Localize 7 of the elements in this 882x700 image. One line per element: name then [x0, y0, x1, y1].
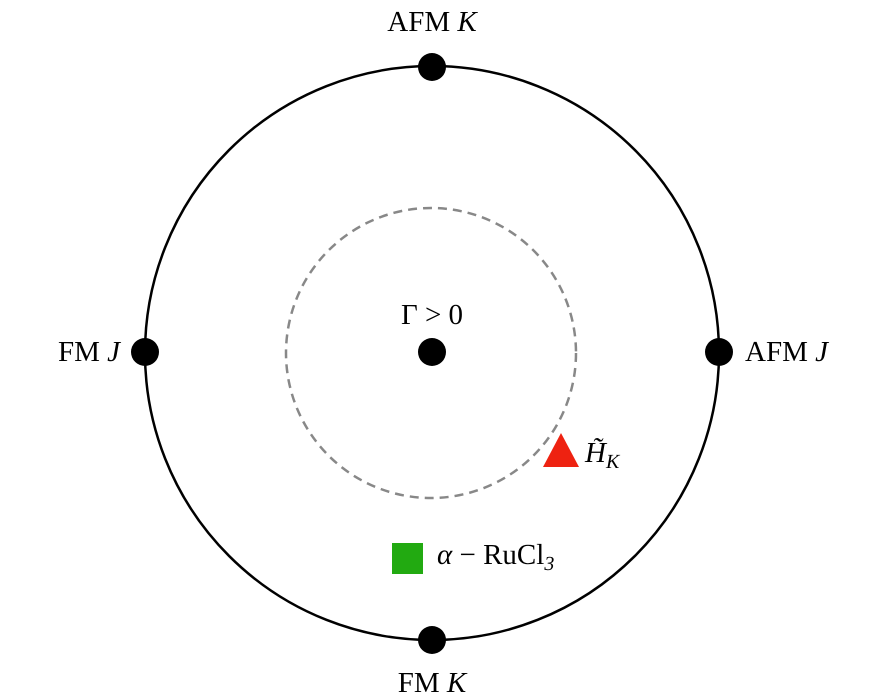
point-label: AFM K — [387, 8, 477, 36]
point-label: FM J — [58, 338, 120, 366]
point-label: FM K — [398, 668, 466, 698]
point-label: H̃$_{K}$ — [585, 438, 620, 472]
point-label: Γ > 0 — [400, 300, 464, 330]
point-label: α − RuCl$_{3}$ — [437, 540, 554, 574]
point-label: AFM J — [745, 338, 828, 366]
